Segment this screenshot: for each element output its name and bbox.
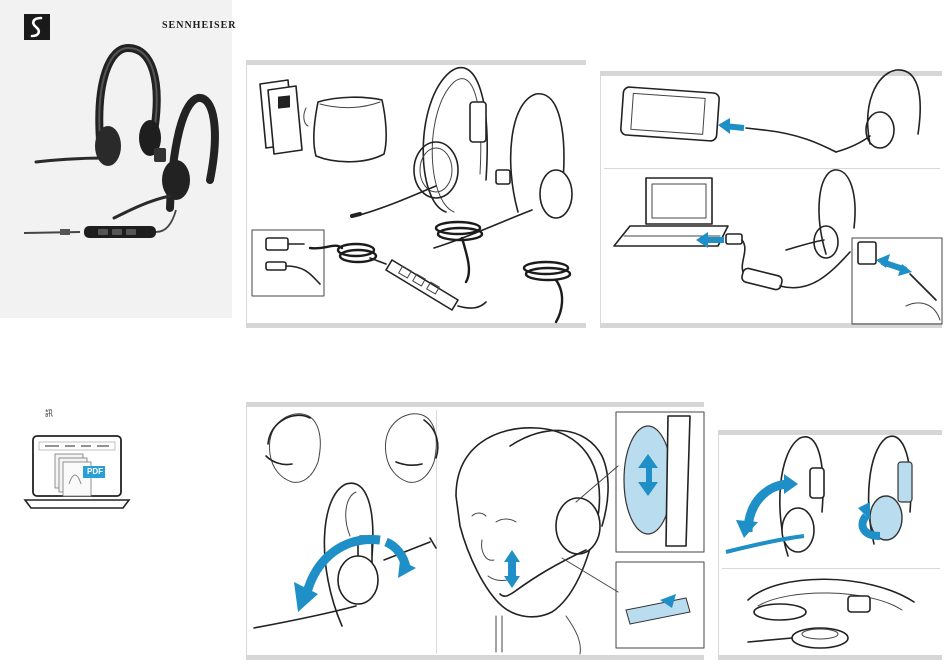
headset-product-photo	[0, 0, 232, 318]
laptop-icon	[25, 432, 129, 508]
headset-illustration	[836, 70, 920, 152]
headset-illustration	[869, 436, 912, 544]
jack-plug-icon	[746, 128, 836, 152]
arrow-icon	[718, 118, 730, 134]
arrow-icon	[784, 474, 798, 494]
inline-control-icon	[741, 267, 783, 290]
smartphone-icon	[620, 87, 719, 142]
usb-plug-icon	[726, 234, 742, 244]
usb-plug-icon	[266, 238, 320, 284]
booklet-icon	[260, 80, 302, 154]
pouch-icon	[304, 97, 386, 162]
headset-illustration	[786, 170, 855, 258]
connect-illustration	[600, 74, 942, 324]
arrow-icon	[736, 520, 758, 538]
package-contents-illustration	[246, 62, 586, 324]
cover-panel: SENNHEISER	[0, 0, 232, 318]
adjust-illustration	[718, 432, 942, 656]
head-illustration	[266, 414, 320, 483]
headset-illustration	[254, 483, 436, 628]
pdf-badge: PDF	[84, 467, 106, 476]
headset-illustration	[434, 94, 572, 248]
manual-label: 訊	[45, 408, 53, 419]
laptop-icon	[614, 178, 728, 246]
head-illustration	[385, 414, 437, 483]
cable-coil-icon	[436, 222, 570, 322]
headset-illustration	[748, 579, 914, 648]
headset-illustration	[726, 437, 824, 556]
wearing-illustration	[246, 406, 706, 656]
